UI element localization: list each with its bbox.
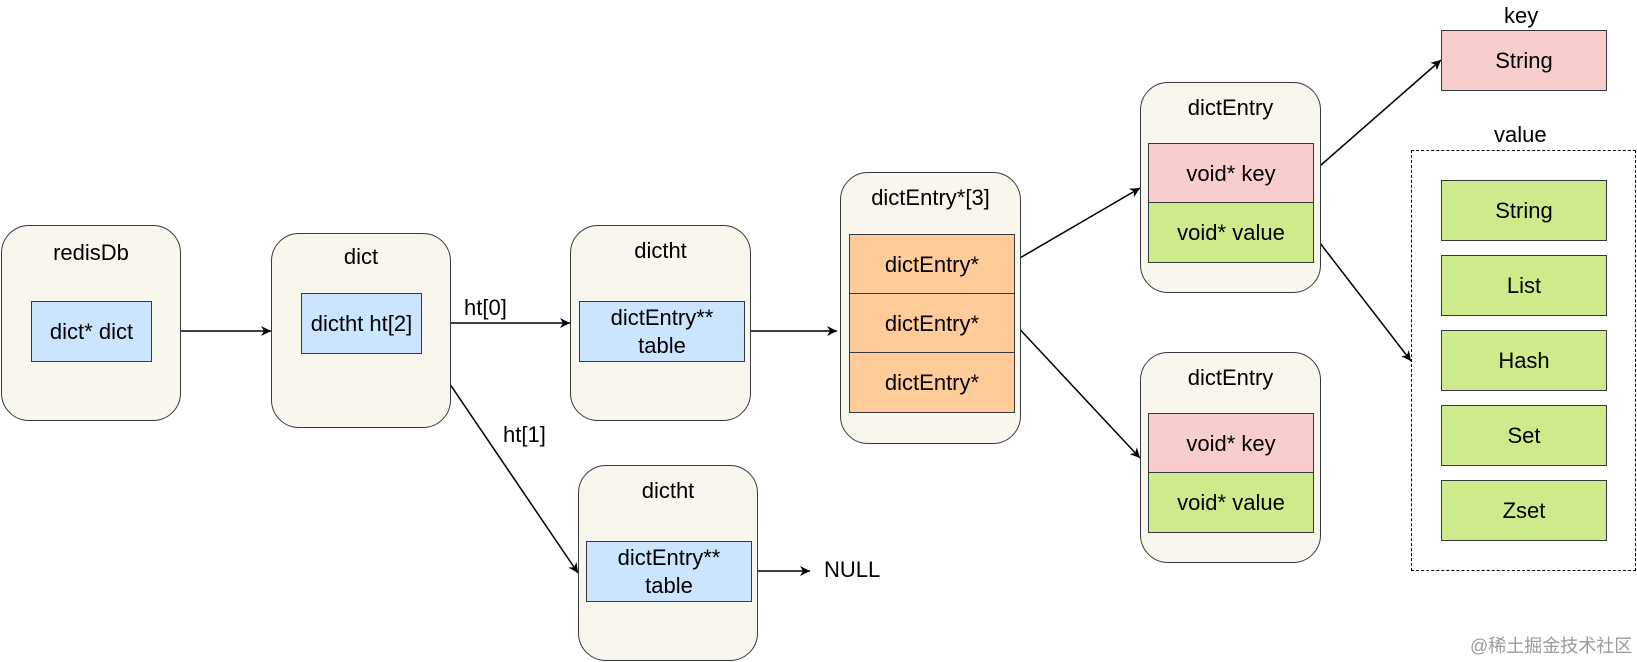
dict-entry-bottom-title: dictEntry: [1187, 365, 1274, 390]
value-type-set: Set: [1441, 405, 1607, 466]
dict-container: dict dictht ht[2]: [271, 233, 451, 428]
null-label: NULL: [824, 557, 881, 582]
key-group-label: key: [1504, 3, 1539, 28]
value-type-hash: Hash: [1441, 330, 1607, 391]
dictht0-title: dictht: [634, 238, 687, 263]
edge-key-to-string: [1312, 59, 1442, 173]
bucket-slot-1: dictEntry*: [849, 293, 1015, 354]
dict-entry-top-title: dictEntry: [1187, 95, 1274, 120]
dict-entry-bottom-key: void* key: [1148, 413, 1314, 474]
dictht1-table-field: dictEntry** table: [586, 541, 752, 602]
redisdb-container: redisDb dict* dict: [1, 225, 181, 421]
bucket-slot-2: dictEntry*: [849, 352, 1015, 413]
value-group-border: [1411, 150, 1636, 571]
redisdb-dict-field: dict* dict: [31, 301, 152, 362]
ht0-label: ht[0]: [464, 295, 507, 320]
bucket-slot-0: dictEntry*: [849, 234, 1015, 295]
watermark: @稀土掘金技术社区: [1470, 636, 1633, 656]
edge-slot1-to-entry-top: [1012, 187, 1141, 263]
dict-entry-top-key: void* key: [1148, 143, 1314, 204]
value-type-zset: Zset: [1441, 480, 1607, 541]
value-group-label: value: [1494, 122, 1547, 147]
edge-value-to-types: [1312, 233, 1412, 362]
key-type-string: String: [1441, 30, 1607, 91]
edge-slot2-to-entry-bottom: [1012, 321, 1141, 459]
value-type-string: String: [1441, 180, 1607, 241]
dict-ht-field: dictht ht[2]: [301, 293, 422, 354]
dict-entry-bottom-container: dictEntry void* key void* value: [1140, 352, 1321, 563]
dict-title: dict: [343, 244, 379, 269]
dict-entry-bottom-value: void* value: [1148, 472, 1314, 533]
dictht1-container: dictht dictEntry** table: [578, 465, 758, 661]
bucket-array-title: dictEntry*[3]: [871, 185, 990, 210]
bucket-array-container: dictEntry*[3] dictEntry* dictEntry* dict…: [840, 172, 1021, 444]
ht1-label: ht[1]: [503, 422, 546, 447]
dictht1-title: dictht: [641, 478, 695, 503]
dict-entry-top-value: void* value: [1148, 202, 1314, 263]
value-type-list: List: [1441, 255, 1607, 316]
dictht0-table-field: dictEntry** table: [579, 301, 745, 362]
redisdb-title: redisDb: [53, 240, 129, 265]
dict-entry-top-container: dictEntry void* key void* value: [1140, 82, 1321, 293]
dictht0-container: dictht dictEntry** table: [570, 225, 751, 421]
